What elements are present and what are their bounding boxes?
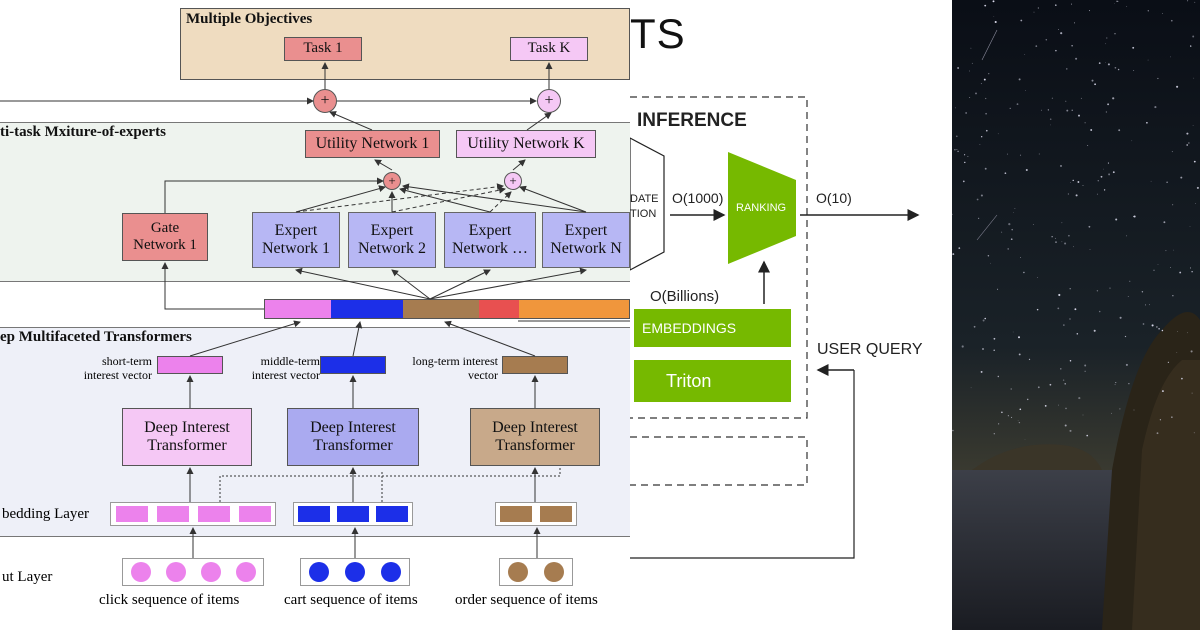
plus-node-utilityk: + bbox=[504, 172, 522, 190]
candidate-fragment-1: DATE bbox=[630, 193, 659, 205]
embedding-cell bbox=[156, 506, 189, 522]
short-term-label: short-term interest vector bbox=[83, 354, 152, 383]
triton-box: Triton bbox=[634, 360, 791, 402]
expert-network-1: Expert Network 1 bbox=[252, 212, 340, 268]
long-term-vector bbox=[502, 356, 568, 374]
item-dot bbox=[508, 562, 528, 582]
night-sky-photo bbox=[952, 0, 1200, 630]
utility-network-k: Utility Network K bbox=[456, 130, 596, 158]
bar-seg-blue bbox=[331, 300, 403, 318]
embedding-cell bbox=[115, 506, 148, 522]
expert-network-ellipsis: Expert Network … bbox=[444, 212, 536, 268]
title-fragment: TS bbox=[630, 10, 686, 57]
candidate-fragment-2: TION bbox=[630, 208, 657, 220]
bar-seg-pink bbox=[265, 300, 331, 318]
plus-node-task1: + bbox=[313, 89, 337, 113]
order-items bbox=[499, 558, 573, 586]
bar-seg-red bbox=[479, 300, 519, 318]
embedding-cell bbox=[297, 506, 330, 522]
item-dot bbox=[130, 562, 151, 582]
click-embeddings bbox=[110, 502, 276, 526]
order-embeddings bbox=[495, 502, 577, 526]
item-dot bbox=[544, 562, 564, 582]
cart-embeddings bbox=[293, 502, 413, 526]
dit-box-cart: Deep Interest Transformer bbox=[287, 408, 419, 466]
ranking-stage-shape bbox=[728, 152, 796, 264]
cart-items bbox=[300, 558, 410, 586]
transformers-title: ep Multifaceted Transformers bbox=[0, 329, 192, 345]
short-term-vector bbox=[157, 356, 223, 374]
expert-network-n: Expert Network N bbox=[542, 212, 630, 268]
middle-term-vector bbox=[320, 356, 386, 374]
embedding-cell bbox=[500, 506, 532, 522]
inference-pipeline-panel: TS INFERENCE DATE TION O(1000) RANKING O… bbox=[630, 0, 952, 630]
task-1-box: Task 1 bbox=[284, 37, 362, 61]
embedding-cell bbox=[336, 506, 369, 522]
gate-network-box: Gate Network 1 bbox=[122, 213, 208, 261]
item-dot bbox=[200, 562, 221, 582]
embeddings-box: EMBEDDINGS bbox=[634, 309, 791, 347]
objectives-title: Multiple Objectives bbox=[186, 11, 313, 27]
embedding-cell bbox=[197, 506, 230, 522]
click-sequence-caption: click sequence of items bbox=[99, 592, 240, 608]
item-dot bbox=[381, 562, 401, 582]
embedding-cell bbox=[540, 506, 572, 522]
ranking-label: RANKING bbox=[736, 202, 787, 214]
click-items bbox=[122, 558, 264, 586]
order-sequence-caption: order sequence of items bbox=[455, 592, 598, 608]
embedding-layer-label: bedding Layer bbox=[2, 506, 90, 522]
dit-box-click: Deep Interest Transformer bbox=[122, 408, 252, 466]
plus-node-utility1: + bbox=[383, 172, 401, 190]
item-dot bbox=[309, 562, 329, 582]
task-k-box: Task K bbox=[510, 37, 588, 61]
concat-feature-bar bbox=[264, 299, 630, 319]
mmoe-diagram-panel: Multiple Objectives Task 1 Task K ti-tas… bbox=[0, 8, 630, 608]
plus-node-taskk: + bbox=[537, 89, 561, 113]
utility-network-1: Utility Network 1 bbox=[305, 130, 440, 158]
dit-box-order: Deep Interest Transformer bbox=[470, 408, 600, 466]
o1000-label: O(1000) bbox=[672, 190, 724, 206]
expert-network-2: Expert Network 2 bbox=[348, 212, 436, 268]
pipeline-graphics bbox=[630, 96, 920, 559]
night-sky-image bbox=[952, 0, 1200, 630]
candidate-stage-shape bbox=[630, 137, 665, 271]
bar-seg-brown bbox=[403, 300, 479, 318]
o10-label: O(10) bbox=[816, 190, 852, 206]
long-term-label: long-term interest vector bbox=[412, 354, 498, 383]
item-dot bbox=[345, 562, 365, 582]
embedding-cell bbox=[238, 506, 271, 522]
user-query-label: USER QUERY bbox=[817, 341, 923, 358]
item-dot bbox=[235, 562, 256, 582]
mmoe-title: ti-task Mxiture-of-experts bbox=[0, 124, 166, 140]
embedding-cell bbox=[376, 506, 409, 522]
item-dot bbox=[165, 562, 186, 582]
obillions-label: O(Billions) bbox=[650, 288, 720, 305]
input-layer-label: ut Layer bbox=[2, 569, 53, 585]
inference-label: INFERENCE bbox=[637, 110, 747, 131]
middle-term-label: middle-term interest vector bbox=[251, 354, 320, 383]
cart-sequence-caption: cart sequence of items bbox=[284, 592, 418, 608]
bar-seg-orange bbox=[519, 300, 629, 318]
